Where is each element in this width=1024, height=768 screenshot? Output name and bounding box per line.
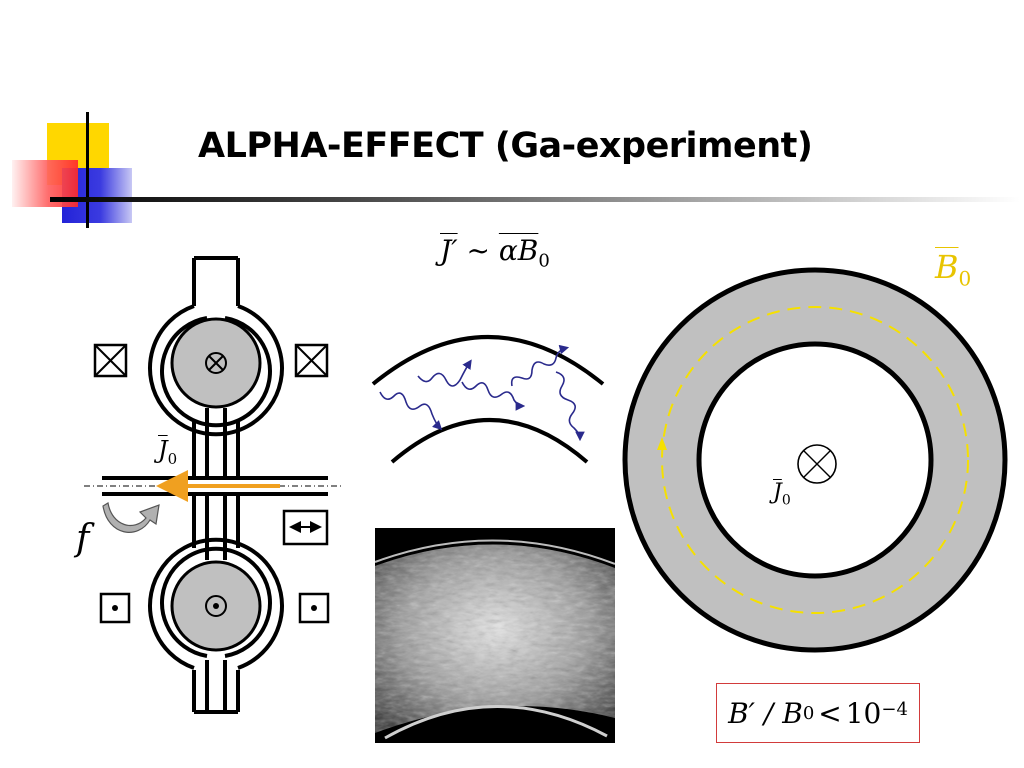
bottom-chamber-outer <box>148 537 284 670</box>
current-label-left: J0 <box>158 436 177 468</box>
current-subscript: 0 <box>167 449 178 468</box>
current-symbol: J <box>773 480 782 505</box>
toroidal-ring <box>622 267 1008 653</box>
bottom-tube <box>192 670 240 714</box>
alpha-b-symbol: αB <box>498 234 539 267</box>
upper-stem <box>205 408 227 476</box>
out-of-page-icon <box>205 595 227 617</box>
top-tube <box>192 256 240 306</box>
coil-out-left-icon <box>99 592 131 624</box>
current-label-ring: J0 <box>773 480 791 508</box>
wave-arrow <box>510 344 570 387</box>
flow-photograph <box>375 528 615 743</box>
current-subscript: 0 <box>781 492 791 509</box>
less-than-symbol: < <box>818 696 842 730</box>
coil-into-right-icon <box>294 343 329 378</box>
power-exponent: −4 <box>881 698 908 720</box>
ratio-subscript: 0 <box>802 702 815 724</box>
field-symbol: B <box>935 248 959 286</box>
coil-into-left-icon <box>93 343 128 378</box>
title-underline <box>50 197 1020 202</box>
deco-vertical-line <box>86 112 89 228</box>
induced-current-symbol: J′ <box>440 234 458 267</box>
subscript-zero: 0 <box>538 250 550 272</box>
apparatus-schematic <box>84 256 344 714</box>
slide-title: ALPHA-EFFECT (Ga-experiment) <box>198 126 813 166</box>
top-chamber-outer <box>148 304 284 437</box>
curved-channel <box>371 335 605 464</box>
wave-arrow <box>555 371 585 442</box>
into-page-icon <box>205 352 227 374</box>
lower-stem-outer <box>192 496 240 548</box>
top-chamber-inner <box>160 316 272 428</box>
upper-stem-outer <box>192 421 240 476</box>
coil-out-right-icon <box>298 592 330 624</box>
frequency-label: f <box>76 518 90 559</box>
bottom-chamber-inner <box>160 546 272 658</box>
induced-current-formula: J′ ~ αB0 <box>440 234 550 272</box>
wave-arrow <box>461 381 526 411</box>
wave-arrow <box>379 391 443 431</box>
proportional-symbol: ~ <box>466 234 490 267</box>
rotation-arrow-icon <box>102 502 160 533</box>
into-page-icon <box>797 444 837 484</box>
field-direction-arrow <box>657 437 667 450</box>
field-label: B0 <box>935 248 971 290</box>
field-line <box>661 306 969 614</box>
channel-outer-wall <box>371 335 605 386</box>
power-base: 10 <box>845 696 882 730</box>
oscillation-box-icon <box>282 509 329 546</box>
current-symbol: J <box>158 436 168 464</box>
channel-inner-wall <box>390 418 589 464</box>
field-subscript: 0 <box>958 266 972 291</box>
wave-arrow <box>417 359 472 387</box>
ratio-symbol: B′ / B <box>728 696 803 730</box>
